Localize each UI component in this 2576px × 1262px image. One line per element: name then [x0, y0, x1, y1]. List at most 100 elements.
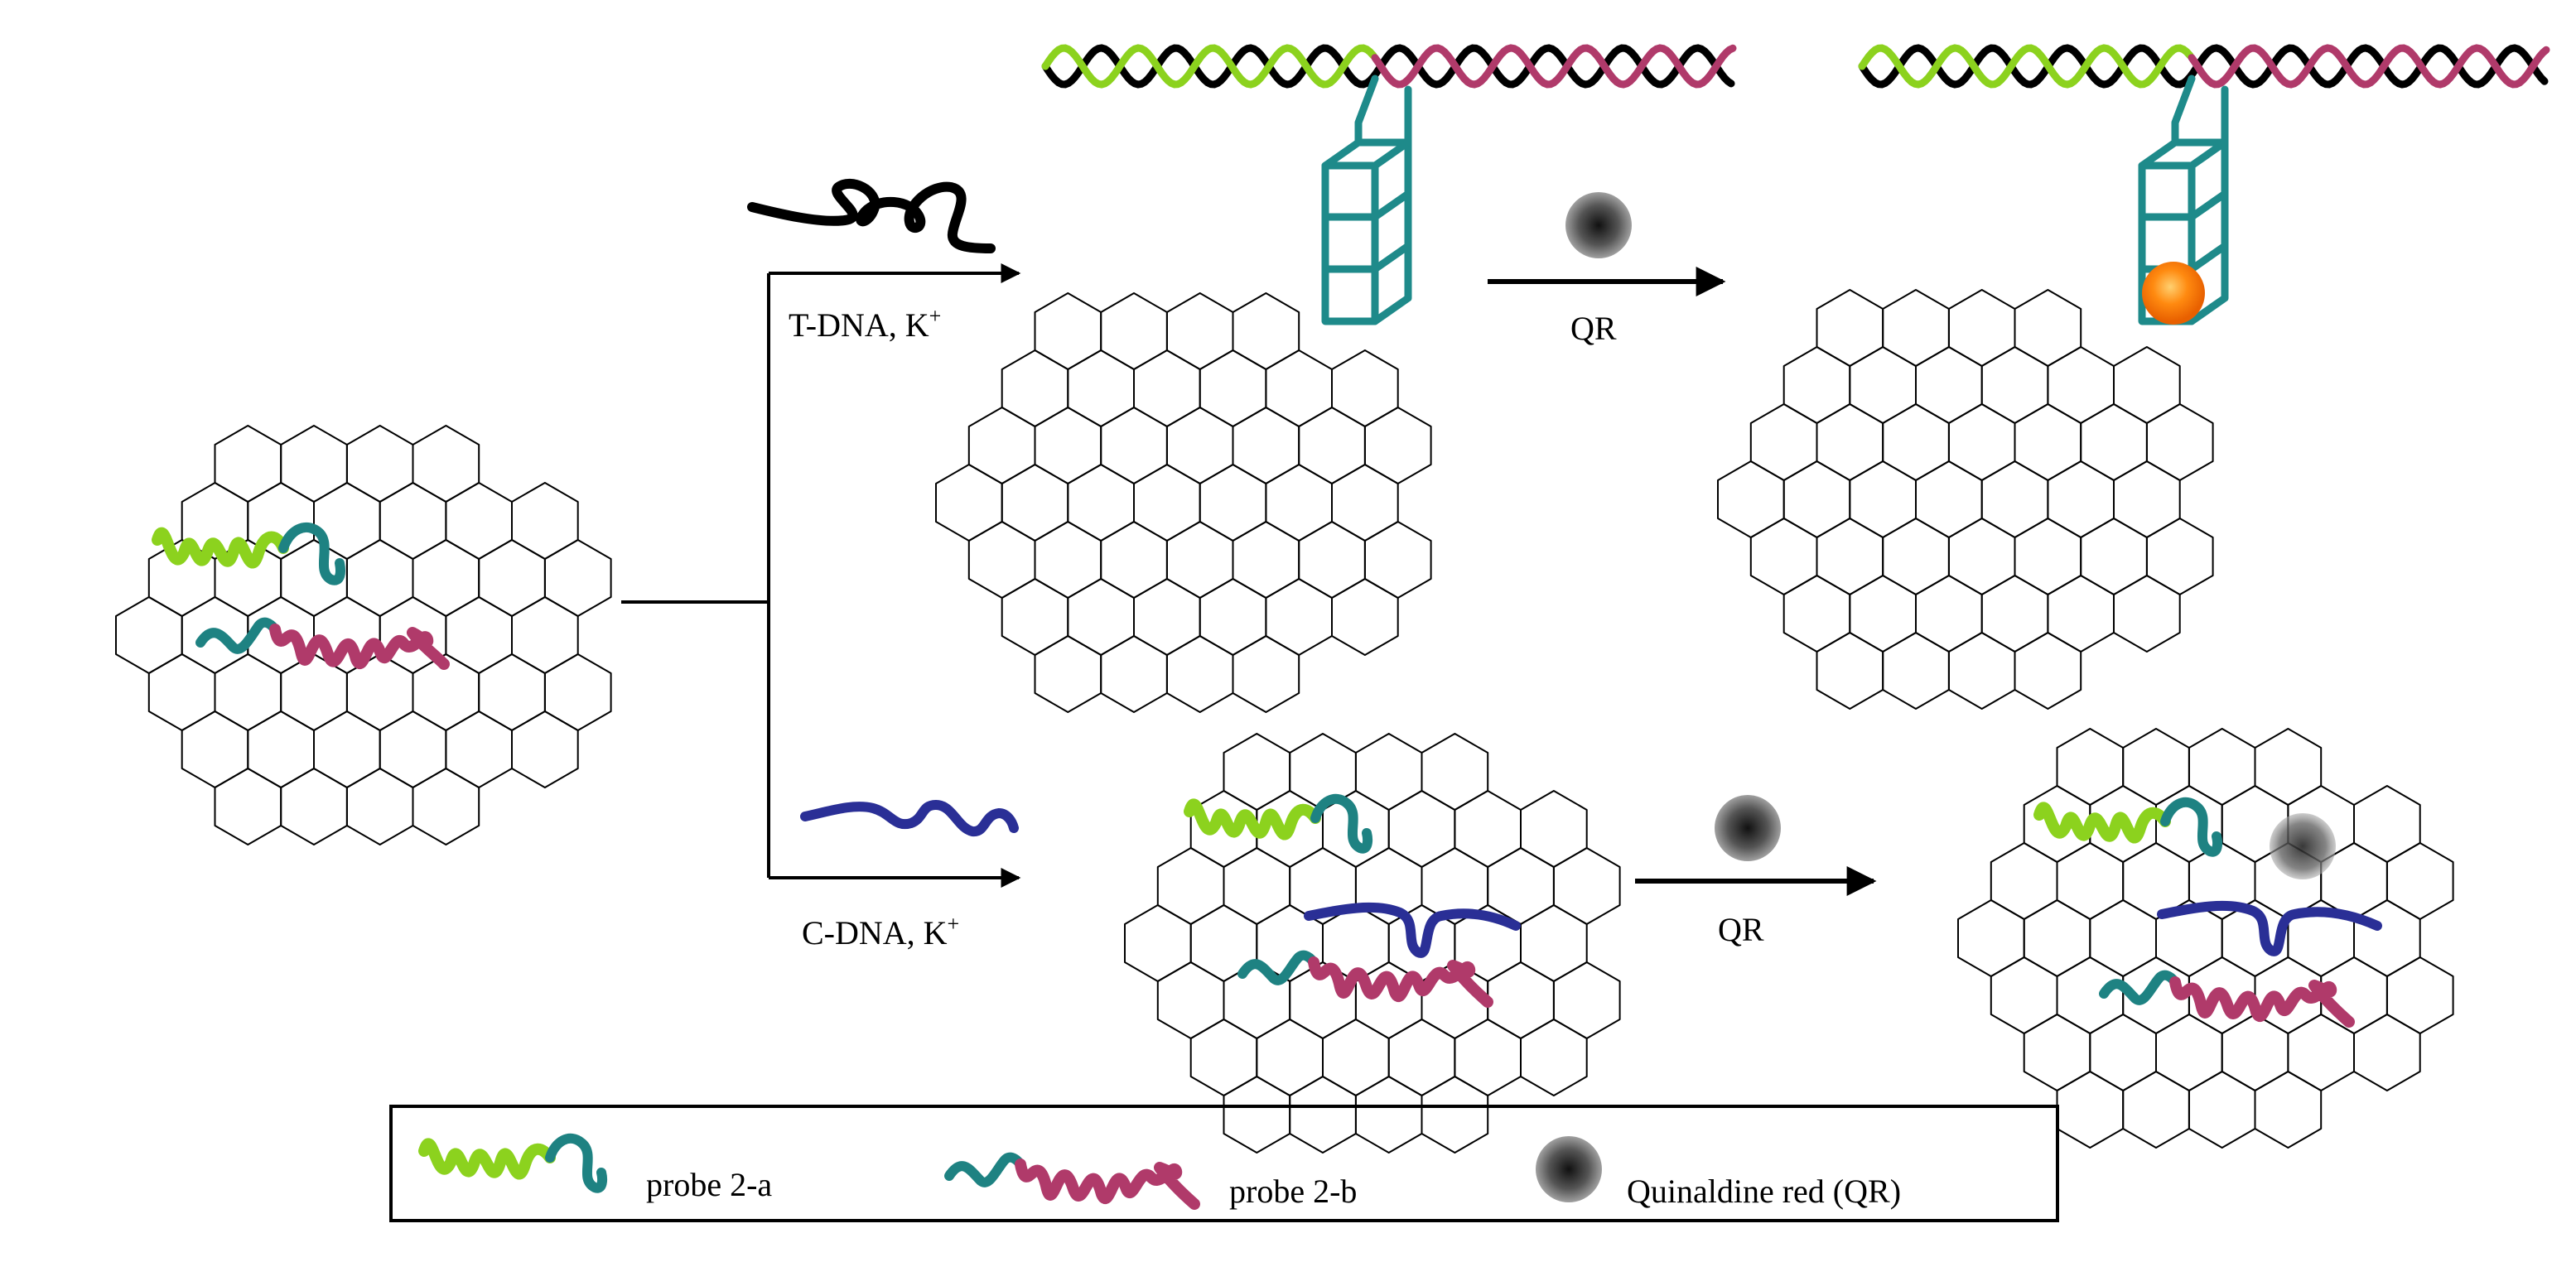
lattice-hexagon: [1990, 842, 2058, 920]
lattice-hexagon: [1199, 349, 1267, 427]
lattice-hexagon: [1165, 407, 1234, 484]
lattice-hexagon: [2089, 1014, 2157, 1091]
lattice-hexagon: [445, 596, 513, 674]
lattice-hexagon: [1421, 733, 1489, 811]
lattice-hexagon: [2155, 1014, 2223, 1091]
lattice-hexagon: [345, 425, 414, 503]
lattice-hexagon: [2014, 518, 2082, 595]
lattice-hexagon: [2122, 728, 2190, 806]
lattice-hexagon: [1882, 289, 1950, 367]
lattice-hexagon: [1782, 575, 1851, 653]
lattice-hexagon: [1265, 578, 1333, 656]
legend-probe-2b-icon: [944, 1152, 1200, 1210]
lattice-hexagon: [1133, 349, 1201, 427]
lattice-hexagon: [1947, 289, 2016, 367]
lattice-hexagon: [445, 482, 513, 560]
lattice-hexagon: [935, 464, 1003, 542]
lattice-hexagon: [1915, 460, 1983, 538]
lattice-hexagon: [2047, 346, 2115, 424]
probe-2b-on-sheet-control-middle: [1237, 950, 1493, 1008]
lattice-hexagon: [313, 710, 381, 788]
lattice-hexagon: [2113, 575, 2181, 653]
c-dna-on-sheet-control-right: [2157, 900, 2382, 956]
lattice-hexagon: [2122, 1071, 2190, 1149]
lattice-hexagon: [478, 653, 546, 731]
lattice-hexagon: [379, 710, 447, 788]
lattice-hexagon: [2014, 403, 2082, 481]
lattice-hexagon: [2385, 842, 2454, 920]
probe-2b-on-sheet-control-right: [2099, 970, 2355, 1028]
lattice-hexagon: [2353, 899, 2421, 977]
graphene-sheet-target-right: [1717, 289, 2214, 710]
lattice-hexagon: [1957, 899, 2025, 977]
lattice-hexagon: [1133, 578, 1201, 656]
lattice-hexagon: [2145, 403, 2214, 481]
lattice-hexagon: [511, 596, 579, 674]
lattice-hexagon: [543, 653, 612, 731]
lattice-hexagon: [2056, 956, 2125, 1034]
qr-dye-bound-orange: [2142, 262, 2205, 325]
lattice-hexagon: [2089, 899, 2157, 977]
lattice-hexagon: [2113, 460, 2181, 538]
lattice-hexagon: [1487, 847, 1555, 925]
lattice-hexagon: [1487, 961, 1555, 1039]
lattice-hexagon: [1354, 1076, 1423, 1154]
probe-2a-on-sheet-control-right: [2033, 797, 2222, 857]
graphene-sheet-control-right: [1957, 728, 2454, 1149]
lattice-hexagon: [1387, 790, 1456, 868]
lattice-hexagon: [1947, 518, 2016, 595]
lattice-hexagon: [247, 710, 315, 788]
lattice-hexagon: [1189, 1019, 1258, 1096]
lattice-hexagon: [1100, 521, 1168, 599]
reaction-arrows: [1488, 267, 1877, 896]
lattice-hexagon: [1882, 632, 1950, 710]
lattice-hexagon: [2254, 1071, 2323, 1149]
lattice-hexagon: [214, 768, 282, 845]
lattice-hexagon: [1165, 521, 1234, 599]
probe-2b-on-sheet-initial: [195, 617, 450, 670]
lattice-hexagon: [1816, 403, 1884, 481]
lattice-hexagon: [2188, 1071, 2256, 1149]
lattice-hexagon: [1331, 349, 1399, 427]
t-dna-strand: [747, 178, 996, 253]
lattice-hexagon: [1980, 460, 2049, 538]
lattice-hexagon: [1849, 575, 1917, 653]
lattice-hexagon: [1100, 292, 1168, 370]
lattice-hexagon: [2113, 346, 2181, 424]
lattice-hexagon: [181, 710, 249, 788]
lattice-hexagon: [147, 653, 216, 731]
lattice-hexagon: [1816, 632, 1884, 710]
lattice-hexagon: [1100, 635, 1168, 713]
graphene-sheet-target-middle: [935, 292, 1432, 713]
qr-label-top: QR: [1570, 310, 1617, 347]
lattice-hexagon: [1001, 578, 1069, 656]
lattice-hexagon: [2056, 1071, 2125, 1149]
lattice-hexagon: [1265, 349, 1333, 427]
lattice-hexagon: [1749, 518, 1818, 595]
lattice-hexagon: [1363, 407, 1432, 484]
lattice-hexagon: [543, 539, 612, 617]
dna-duplex-target-right: [1858, 44, 2550, 89]
lattice-hexagon: [1520, 1019, 1588, 1096]
lattice-hexagon: [1947, 632, 2016, 710]
lattice-hexagon: [1454, 1019, 1522, 1096]
lattice-hexagon: [1223, 1076, 1291, 1154]
lattice-hexagon: [1717, 460, 1785, 538]
lattice-hexagon: [1816, 518, 1884, 595]
lattice-hexagon: [1034, 407, 1102, 484]
lattice-hexagon: [1915, 575, 1983, 653]
lattice-hexagon: [1133, 464, 1201, 542]
lattice-hexagon: [313, 596, 381, 674]
lattice-hexagon: [967, 407, 1036, 484]
lattice-hexagon: [1782, 460, 1851, 538]
lattice-hexagon: [1363, 521, 1432, 599]
probe-2a-on-sheet-control-middle: [1184, 793, 1372, 854]
lattice-hexagon: [1520, 904, 1588, 982]
lattice-hexagon: [1156, 847, 1225, 925]
legend-probe-2b-label: probe 2-b: [1229, 1173, 1357, 1210]
lattice-hexagon: [1749, 403, 1818, 481]
lattice-hexagon: [1947, 403, 2016, 481]
lattice-hexagon: [2145, 518, 2214, 595]
qr-dye-icon-top: [1565, 192, 1632, 258]
